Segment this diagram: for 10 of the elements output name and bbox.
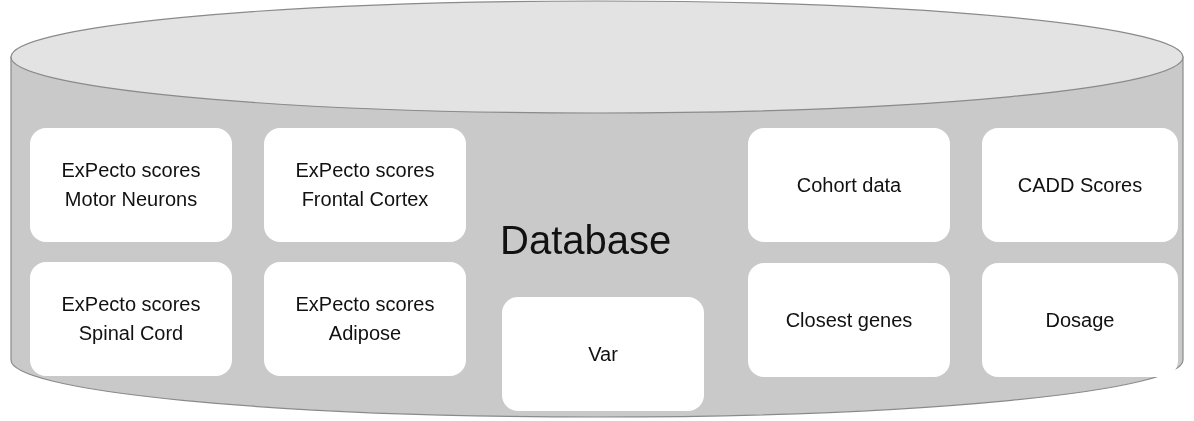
data-card: Closest genes xyxy=(748,263,950,377)
data-card: ExPecto scores Adipose xyxy=(264,262,466,376)
data-card: CADD Scores xyxy=(982,128,1178,242)
data-card: Var xyxy=(502,297,704,411)
data-card: ExPecto scores Spinal Cord xyxy=(30,262,232,376)
database-label: Database xyxy=(500,218,672,263)
data-card: Dosage xyxy=(982,263,1178,377)
data-card: Cohort data xyxy=(748,128,950,242)
data-card: ExPecto scores Frontal Cortex xyxy=(264,128,466,242)
data-card: ExPecto scores Motor Neurons xyxy=(30,128,232,242)
